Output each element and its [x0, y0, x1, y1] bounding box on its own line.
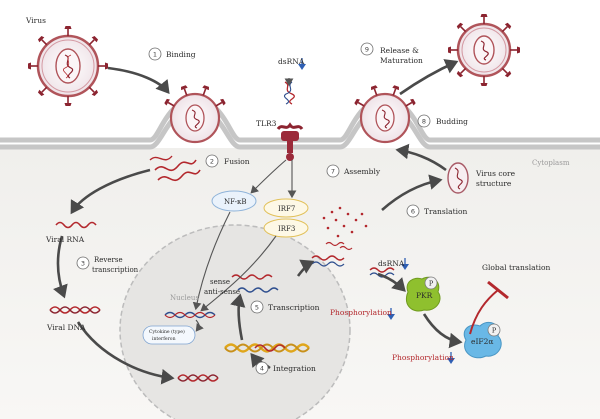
- label-p-pkr: P: [429, 280, 434, 288]
- step-8: 8: [417, 114, 431, 128]
- label-cytokine-2: interferon: [152, 336, 176, 342]
- translation-fragments: [322, 206, 368, 251]
- label-irf3: IRF3: [278, 225, 295, 233]
- cell-membrane: [0, 97, 600, 150]
- label-viral-rna: Viral RNA: [45, 235, 85, 244]
- arrow-binding: [107, 66, 170, 95]
- label-fusion: Fusion: [224, 157, 250, 166]
- text-labels: Virus Binding dsRNA TLR3 Fusion NF-κB IR…: [25, 16, 570, 373]
- label-binding: Binding: [166, 50, 196, 59]
- label-pkr: PKR: [416, 291, 433, 300]
- arrow-assembly: [395, 143, 447, 172]
- svg-text:6: 6: [411, 207, 415, 215]
- label-dsrna-top: dsRNA: [278, 57, 305, 66]
- step-3: 3: [76, 256, 90, 270]
- virus-particle-free: [27, 25, 109, 107]
- svg-text:9: 9: [365, 45, 369, 53]
- eif2a-phosphate: [487, 323, 501, 337]
- step-4: 4: [255, 361, 269, 375]
- tlr3-receptor: [276, 122, 304, 161]
- step-2: 2: [205, 154, 219, 168]
- nfkb-oval: [211, 190, 257, 212]
- label-virus-core-2: structure: [476, 179, 512, 188]
- lifecycle-arrows: [53, 59, 463, 385]
- step-9: 9: [360, 42, 374, 56]
- irf3-oval: [263, 218, 309, 238]
- viral-rna-strand: [55, 221, 97, 229]
- label-release-1: Release &: [380, 46, 419, 55]
- virus-particle-released: [447, 13, 521, 87]
- step-1: 1: [148, 47, 162, 61]
- arrow-to-cytoplasm: [296, 259, 315, 277]
- label-phosphorylation-2: Phosphorylation: [392, 353, 454, 362]
- down-arrows: [298, 58, 455, 364]
- svg-text:4: 4: [260, 364, 264, 372]
- down-arrow-dsrna-top: [298, 58, 306, 70]
- irf7-oval: [263, 198, 309, 218]
- arrow-transcription: [230, 293, 246, 341]
- integration-dna: [177, 343, 310, 382]
- label-nucleus: Nucleus: [170, 294, 199, 302]
- virus-core-structure: [447, 162, 469, 194]
- label-translation: Translation: [424, 207, 468, 216]
- step-6: 6: [406, 204, 420, 218]
- label-viral-dna: Viral DNA: [46, 323, 86, 332]
- svg-text:3: 3: [81, 259, 85, 267]
- cytokine-box: [142, 325, 196, 345]
- label-integration: Integration: [273, 364, 316, 373]
- arrow-release: [399, 59, 459, 96]
- label-eif2a: eIF2α: [471, 337, 493, 346]
- label-cytoplasm: Cytoplasm: [532, 159, 570, 167]
- label-dsrna-mid: dsRNA: [378, 259, 405, 268]
- label-reverse: Reverse: [94, 256, 123, 264]
- label-assembly: Assembly: [343, 167, 381, 176]
- label-tlr3: TLR3: [256, 119, 277, 128]
- label-global-translation: Global translation: [482, 263, 551, 272]
- host-dna: [164, 311, 216, 319]
- arrow-dsrna-pkr: [377, 272, 406, 292]
- label-cytokine-1: Cytokine (type): [149, 328, 185, 335]
- label-irf7: IRF7: [278, 205, 295, 213]
- cytoplasm-rna: [311, 255, 395, 278]
- virus-budding: [353, 84, 417, 144]
- label-transcription: Transcription: [268, 303, 320, 312]
- signaling-arrows: [192, 78, 297, 332]
- svg-text:1: 1: [153, 50, 157, 58]
- label-virus-core-1: Virus core: [475, 169, 516, 178]
- global-translation-inhibition: [469, 280, 509, 335]
- label-transcription-rt: transcription: [92, 266, 139, 274]
- label-budding: Budding: [436, 117, 468, 126]
- svg-text:8: 8: [422, 117, 426, 125]
- svg-text:5: 5: [255, 303, 259, 311]
- down-arrow-phos2: [447, 352, 455, 364]
- arrow-fusion: [70, 168, 151, 215]
- arrow-translation: [381, 174, 443, 211]
- arrow-reverse-transcription: [53, 235, 68, 299]
- arrow-integration-in: [76, 321, 175, 385]
- label-nfkb: NF-κB: [224, 198, 247, 206]
- down-arrow-dsrna-mid: [401, 258, 409, 270]
- svg-text:7: 7: [331, 167, 335, 175]
- down-arrow-phos1: [387, 308, 395, 320]
- svg-text:2: 2: [210, 157, 214, 165]
- virus-binding: [163, 84, 227, 144]
- pkr-phosphate: [424, 276, 438, 290]
- arrow-pkr-eif2a: [422, 313, 463, 349]
- nucleus: [119, 224, 351, 419]
- step-markers: 1 2 3 4 5 6 7 8 9: [76, 42, 431, 375]
- label-release-2: Maturation: [380, 56, 423, 65]
- step-7: 7: [326, 164, 340, 178]
- fusion-rna: [149, 155, 201, 182]
- step-5: 5: [250, 300, 264, 314]
- viral-dna-helix: [49, 306, 101, 314]
- label-sense: sense: [210, 278, 230, 286]
- label-antisense: anti-sense: [204, 288, 240, 296]
- label-virus: Virus: [25, 16, 46, 25]
- transcription-strands: [231, 274, 279, 293]
- label-p-eif2a: P: [492, 327, 497, 335]
- label-phosphorylation-1: Phosphorylation: [330, 308, 392, 317]
